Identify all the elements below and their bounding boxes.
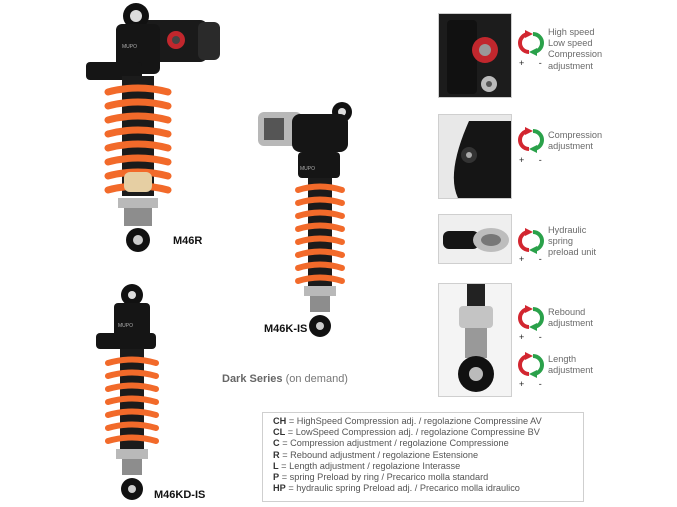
adjust-arrows-icon-4 <box>518 305 544 331</box>
plus-minus-4: + - <box>519 332 548 342</box>
adj-label-hs-ls-compression: High speed Low speed Compression adjustm… <box>548 27 602 72</box>
legend-text: = Length adjustment / regolazione Intera… <box>278 460 461 471</box>
legend-text: = hydraulic spring Preload adj. / Precar… <box>285 483 520 494</box>
legend-row: P = spring Preload by ring / Precarico m… <box>273 472 583 483</box>
thumb-compression <box>438 114 512 199</box>
svg-text:MUPO: MUPO <box>122 44 137 50</box>
svg-text:MUPO: MUPO <box>300 166 315 172</box>
adj-label-line: adjustment <box>548 318 593 329</box>
adj-label-line: adjustment <box>548 60 593 71</box>
legend-row: L = Length adjustment / regolazione Inte… <box>273 461 583 472</box>
legend-row: CH = HighSpeed Compression adj. / regola… <box>273 416 583 427</box>
adj-label-line: Hydraulic <box>548 225 587 235</box>
adj-label-line: Compression <box>548 49 603 60</box>
model-label-m46kd-is: M46KD-IS <box>154 489 206 501</box>
legend-row: R = Rebound adjustment / regolazione Est… <box>273 450 583 461</box>
adjust-arrows-icon-3 <box>518 228 544 254</box>
legend-code: C <box>273 438 280 449</box>
adj-label-rebound: Rebound adjustment <box>548 307 593 329</box>
legend-row: C = Compression adjustment / regolazione… <box>273 438 583 449</box>
abbreviation-legend: CH = HighSpeed Compression adj. / regola… <box>262 412 584 502</box>
model-label-m46r: M46R <box>173 235 203 247</box>
legend-code: R <box>273 449 280 460</box>
adjust-arrows-icon-5 <box>518 352 544 378</box>
legend-row: HP = hydraulic spring Preload adj. / Pre… <box>273 483 583 494</box>
thumb-hs-ls-compression <box>438 13 512 98</box>
adjust-arrows-icon-2 <box>518 127 544 153</box>
dark-series-title: Dark Series <box>222 373 283 385</box>
legend-text: = LowSpeed Compression adj. / regolazion… <box>285 427 540 438</box>
legend-text: = Rebound adjustment / regolazione Esten… <box>279 449 479 460</box>
adj-label-line: Compression <box>548 130 603 140</box>
plus-minus-2: + - <box>519 155 548 165</box>
adj-label-line: High speed <box>548 27 595 37</box>
adj-label-line: Low speed <box>548 38 593 49</box>
adj-label-hydraulic-preload: Hydraulic spring preload unit <box>548 225 596 259</box>
model-label-m46k-is: M46K-IS <box>264 323 308 335</box>
legend-row: CL = LowSpeed Compression adj. / regolaz… <box>273 427 583 438</box>
adj-label-line: Rebound <box>548 307 586 317</box>
m46kd-is-shock-image: MUPO <box>96 284 159 500</box>
dark-series-note: Dark Series (on demand) <box>222 373 348 385</box>
thumb-rebound-length-graphic <box>439 284 511 396</box>
adj-label-line: adjustment <box>548 365 593 376</box>
adj-label-length: Length adjustment <box>548 354 593 376</box>
svg-text:MUPO: MUPO <box>118 323 133 329</box>
legend-text: = Compression adjustment / regolazione C… <box>279 438 509 449</box>
thumb-hydraulic-preload-graphic <box>439 215 511 263</box>
legend-text: = spring Preload by ring / Precarico mol… <box>279 472 489 483</box>
thumb-hs-ls-compression-graphic <box>439 14 511 97</box>
adj-label-line: preload unit <box>548 247 597 258</box>
thumb-hydraulic-preload <box>438 214 512 264</box>
legend-code: HP <box>273 483 286 494</box>
plus-minus-3: + - <box>519 254 548 264</box>
thumb-rebound-length <box>438 283 512 397</box>
legend-text: = HighSpeed Compression adj. / regolazio… <box>286 416 542 426</box>
plus-minus-1: + - <box>519 58 548 68</box>
plus-minus-5: + - <box>519 379 548 389</box>
m46k-is-shock-image: MUPO <box>258 102 352 337</box>
legend-code: L <box>273 460 279 471</box>
adj-label-compression: Compression adjustment <box>548 130 602 152</box>
thumb-compression-graphic <box>439 115 511 198</box>
adjust-arrows-icon-1 <box>518 30 544 56</box>
legend-code: P <box>273 472 280 483</box>
m46r-shock-image: MUPO <box>86 3 220 252</box>
legend-code: CH <box>273 416 287 426</box>
adj-label-line: Length <box>548 354 577 364</box>
legend-code: CL <box>273 427 286 438</box>
adj-label-line: adjustment <box>548 141 593 152</box>
adj-label-line: spring <box>548 236 574 247</box>
dark-series-subtitle: (on demand) <box>282 373 348 385</box>
